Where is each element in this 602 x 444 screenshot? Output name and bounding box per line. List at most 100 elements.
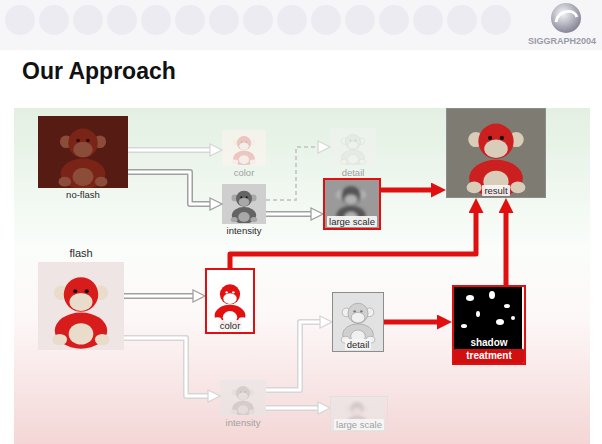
logo-text: SIGGRAPH2004 [528, 36, 596, 46]
photo-result [446, 108, 546, 198]
banner-bubble [379, 5, 409, 35]
arrow-shaft [128, 147, 216, 153]
monkey-figure [340, 134, 365, 165]
banner-bubble [141, 5, 171, 35]
arrow-shaft [266, 211, 317, 217]
photo-large-scale-top [323, 178, 379, 230]
photo-detail-top [330, 128, 376, 166]
label-holder: result [447, 185, 545, 196]
arrow-shaft [128, 172, 216, 204]
arrow-head-carrier [384, 322, 452, 323]
shadow-blob [504, 304, 510, 308]
image-label: no-flash [66, 189, 100, 200]
banner-bubble [209, 5, 239, 35]
monkey-figure [231, 191, 258, 224]
flow-arrow [384, 322, 452, 323]
photo-ground [220, 380, 266, 416]
monkey-figure [232, 136, 256, 166]
photo-ground [222, 184, 266, 224]
arrow-shaft [381, 188, 440, 193]
flow-arrow [128, 172, 222, 204]
image-label: detail [345, 339, 372, 350]
photo-ground [205, 268, 255, 334]
label-holder: shadowtreatment [454, 337, 524, 363]
image-node: large scale [323, 178, 381, 230]
banner-bubble [311, 5, 341, 35]
image-node: flash [38, 247, 124, 350]
arrow-shaft-inner [266, 407, 318, 410]
diagram-ground [14, 108, 590, 444]
arrow-shaft-inner [128, 172, 210, 204]
photo-color-top [222, 130, 266, 166]
image-node: result [446, 108, 546, 198]
image-slot [222, 130, 266, 166]
arrow-shaft [230, 204, 476, 268]
arrow-shaft [266, 147, 324, 200]
banner-bubble [73, 5, 103, 35]
image-slot [330, 128, 376, 166]
logo-swirl-stroke [556, 11, 577, 22]
label-holder: large scale [325, 216, 379, 227]
image-node: intensity [222, 184, 266, 236]
slide-title: Our Approach [22, 58, 176, 85]
banner-bubble [345, 5, 375, 35]
arrow-shaft [504, 204, 509, 285]
shadow-blob [489, 291, 495, 299]
banner-bubble [5, 5, 35, 35]
image-label: flash [69, 247, 92, 260]
image-slot [220, 380, 266, 416]
label-holder: large scale [331, 419, 387, 430]
image-slot [38, 262, 124, 350]
arrow-shaft [266, 322, 326, 390]
arrow-head-carrier [128, 172, 222, 204]
flow-arrow [266, 147, 330, 200]
arrow-shaft-inner [128, 149, 210, 152]
arrow-head-carrier [381, 190, 446, 191]
arrow-head-carrier [506, 198, 507, 285]
flow-arrow [266, 408, 330, 409]
photo-ground [222, 130, 266, 166]
monkey-figure [231, 386, 255, 416]
label-holder: detail [333, 339, 383, 350]
flow-arrow [506, 198, 507, 285]
flow-arrow [230, 198, 476, 268]
image-label: intensity [226, 417, 261, 428]
arrow-head-carrier [230, 198, 476, 268]
flow-arrow [128, 150, 222, 151]
banner [0, 0, 602, 50]
image-node: large scale [330, 396, 388, 432]
image-label: large scale [327, 216, 377, 227]
photo-detail-bottom [332, 292, 384, 352]
photo-no-flash [38, 116, 128, 189]
flow-arrow [381, 190, 446, 191]
banner-bubble [447, 5, 477, 35]
photo-color-bottom [205, 268, 255, 334]
arrow-shaft-inner [266, 213, 311, 216]
arrow-head-carrier [266, 408, 330, 409]
arrow-shaft-inner [124, 295, 193, 298]
image-node: color [222, 130, 266, 178]
flow-arrow [124, 338, 220, 396]
image-label: shadow [454, 337, 524, 349]
arrow-shaft [384, 320, 446, 325]
monkey-figure [52, 277, 109, 348]
image-node: shadowtreatment [452, 285, 526, 365]
photo-ground [323, 178, 379, 230]
image-slot [222, 184, 266, 224]
image-node: detail [332, 292, 384, 352]
connectors [124, 147, 506, 408]
image-label: color [234, 167, 255, 178]
photo-intensity-bottom [220, 380, 266, 416]
image-label: intensity [227, 225, 262, 236]
monkey-figure [59, 129, 108, 190]
photo-ground [446, 108, 546, 198]
arrow-shaft [124, 293, 199, 299]
banner-bubble [243, 5, 273, 35]
label-holder: color [207, 320, 253, 331]
image-node: color [205, 268, 255, 334]
monkey-figure [467, 124, 526, 197]
image-node: intensity [220, 380, 266, 428]
banner-band [0, 0, 602, 50]
arrow-head-carrier [124, 296, 205, 297]
